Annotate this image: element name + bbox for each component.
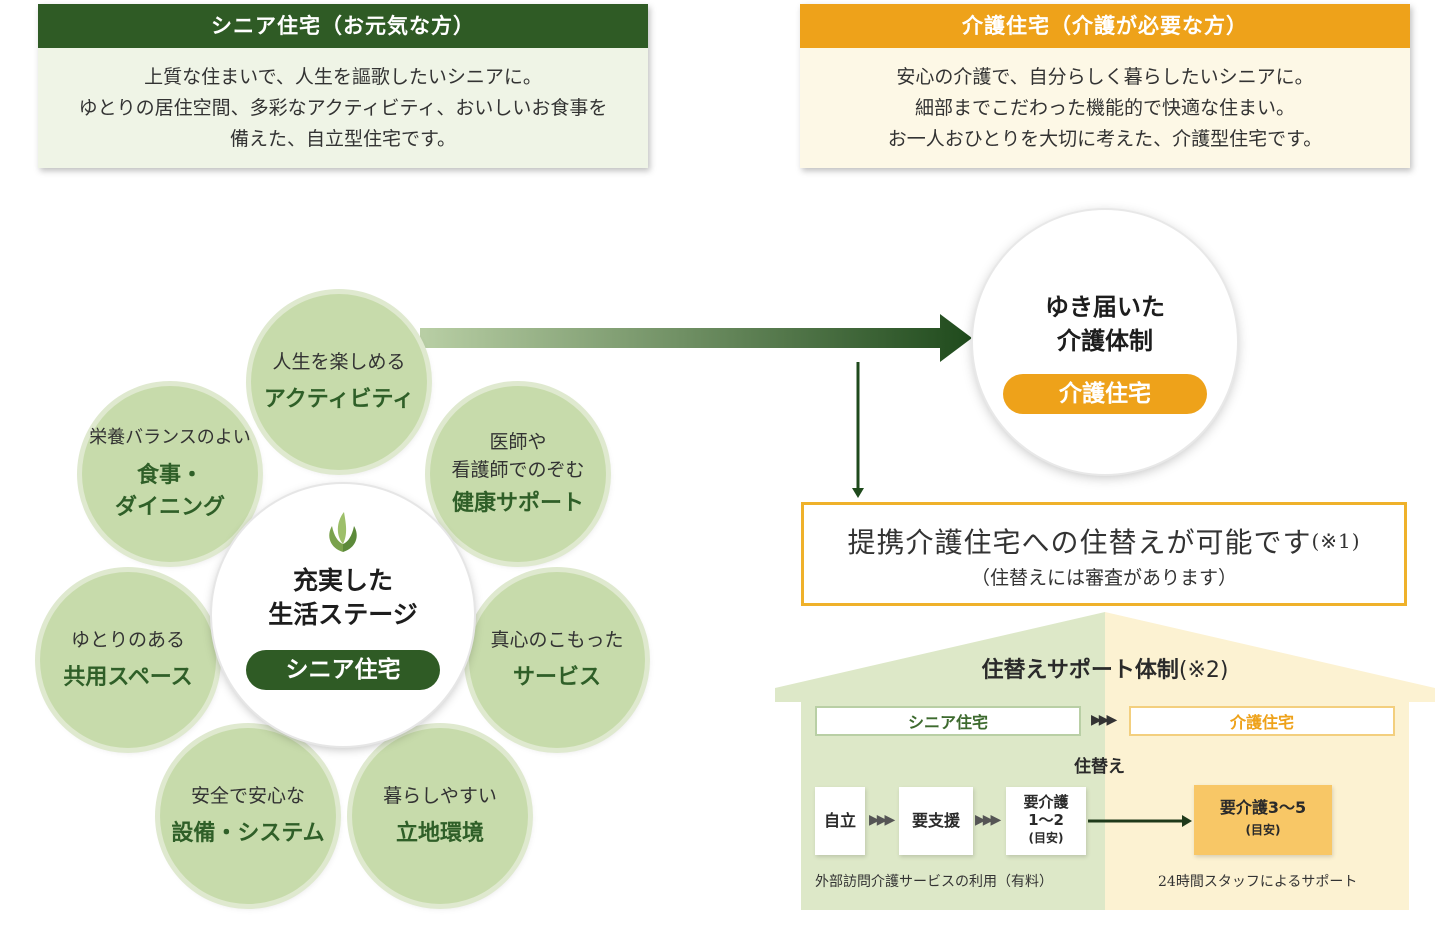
petal-caption: ゆとりのある [70, 629, 185, 651]
horizontal-arrow [420, 314, 972, 362]
care-circle-title: ゆき届いた 介護体制 [973, 290, 1237, 358]
petal-title: 設備・システム [171, 821, 325, 846]
step-arrow-icon: ▶▶▶ [869, 812, 895, 828]
center-title-line: 充実した [292, 566, 393, 595]
petal-service: 真心のこもった サービス [469, 572, 645, 748]
center-title-line: 生活ステージ [268, 600, 418, 629]
petal-title: 立地環境 [395, 821, 484, 846]
care-housing-title: 介護住宅（介護が必要な方） [800, 4, 1410, 48]
house-right-half [1105, 612, 1435, 910]
care-title-line: 介護体制 [1057, 327, 1153, 355]
petal-title: 健康サポート [451, 491, 584, 516]
care-housing-box: 介護住宅（介護が必要な方） 安心の介護で、自分らしく暮らしたいシニアに。 細部ま… [800, 4, 1410, 168]
petal-health-support: 医師や 看護師でのぞむ 健康サポート [430, 386, 606, 562]
senior-housing-box: シニア住宅（お元気な方） 上質な住まいで、人生を謳歌したいシニアに。 ゆとりの居… [38, 4, 648, 168]
petal-dining: 栄養バランスのよい 食事・ ダイニング [82, 386, 258, 562]
step-line: (目安) [1245, 823, 1281, 837]
center-title: 充実した 生活ステージ [212, 564, 474, 632]
care-desc-line: お一人おひとりを大切に考えた、介護型住宅です。 [887, 128, 1323, 150]
step-support-needed: 要支援 [899, 787, 973, 855]
petal-caption: 真心のこもった [490, 629, 624, 651]
petal-caption: 医師や [489, 431, 547, 453]
care-desc-line: 細部までこだわった機能的で快適な住まい。 [914, 97, 1295, 119]
care-title-line: ゆき届いた [1045, 293, 1165, 321]
support-system-title: 住替えサポート体制(※2) [775, 652, 1435, 684]
step-line: 要介護3〜5 [1219, 798, 1307, 817]
care-system-circle: ゆき届いた 介護体制 介護住宅 [973, 210, 1237, 474]
petal-caption: 人生を楽しめる [272, 351, 406, 373]
staff-support-note: 24時間スタッフによるサポート [1158, 874, 1358, 890]
petal-caption: 栄養バランスのよい [89, 427, 251, 448]
transfer-main-label: 提携介護住宅への住替えが可能です [847, 526, 1312, 559]
senior-stage-box: シニア住宅 [815, 706, 1081, 736]
step-independent: 自立 [815, 787, 865, 855]
care-stage-box: 介護住宅 [1129, 706, 1395, 736]
petal-facilities: 安全で安心な 設備・システム [160, 728, 336, 904]
transfer-sub-text: （住替えには審査があります） [970, 567, 1237, 589]
support-note: (※2) [1178, 658, 1229, 683]
care-flow-arrow [1088, 815, 1192, 827]
step-arrow-icon: ▶▶▶ [975, 812, 1001, 828]
stage-arrow-icon: ▶▶▶ [1091, 712, 1117, 728]
petal-location: 暮らしやすい 立地環境 [352, 728, 528, 904]
senior-housing-pill: シニア住宅 [246, 650, 440, 690]
support-title-text: 住替えサポート体制 [981, 658, 1179, 683]
petal-activity: 人生を楽しめる アクティビティ [251, 294, 427, 470]
vertical-arrow-head [852, 488, 864, 498]
step-line: 要介護 [1023, 793, 1069, 811]
petal-title: ダイニング [114, 495, 225, 520]
care-housing-description: 安心の介護で、自分らしく暮らしたいシニアに。 細部までこだわった機能的で快適な住… [800, 48, 1410, 168]
petal-title: サービス [512, 665, 601, 690]
external-care-note: 外部訪問介護サービスの利用（有料） [815, 874, 1053, 890]
transfer-possible-box: 提携介護住宅への住替えが可能です(※1) （住替えには審査があります） [801, 502, 1407, 606]
senior-desc-line: ゆとりの居住空間、多彩なアクティビティ、おいしいお食事を [78, 97, 608, 119]
senior-housing-title: シニア住宅（お元気な方） [38, 4, 648, 48]
leaf-logo-icon [329, 512, 357, 552]
senior-housing-description: 上質な住まいで、人生を謳歌したいシニアに。 ゆとりの居住空間、多彩なアクティビテ… [38, 48, 648, 168]
transfer-note: (※1) [1311, 529, 1361, 553]
center-senior-circle: 充実した 生活ステージ シニア住宅 [212, 484, 474, 746]
petal-caption: 看護師でのぞむ [451, 459, 585, 481]
step-line: 1〜2 [1028, 811, 1064, 829]
petal-caption: 暮らしやすい [383, 785, 497, 807]
transfer-main-text: 提携介護住宅への住替えが可能です(※1) [804, 521, 1404, 561]
senior-desc-line: 上質な住まいで、人生を謳歌したいシニアに。 [144, 66, 542, 88]
petal-title: 共用スペース [63, 665, 193, 690]
senior-desc-line: 備えた、自立型住宅です。 [229, 128, 457, 150]
step-care-level-3-5: 要介護3〜5 (目安) [1194, 785, 1332, 855]
move-label: 住替え [1074, 757, 1125, 777]
step-care-level-1-2: 要介護 1〜2 (目安) [1006, 787, 1086, 855]
step-line: (目安) [1028, 831, 1064, 845]
care-desc-line: 安心の介護で、自分らしく暮らしたいシニアに。 [896, 66, 1314, 88]
petal-common-space: ゆとりのある 共用スペース [40, 572, 216, 748]
petal-title: アクティビティ [263, 387, 415, 412]
petal-title: 食事・ [136, 463, 203, 488]
care-housing-pill: 介護住宅 [1003, 374, 1207, 414]
petal-caption: 安全で安心な [190, 785, 305, 807]
